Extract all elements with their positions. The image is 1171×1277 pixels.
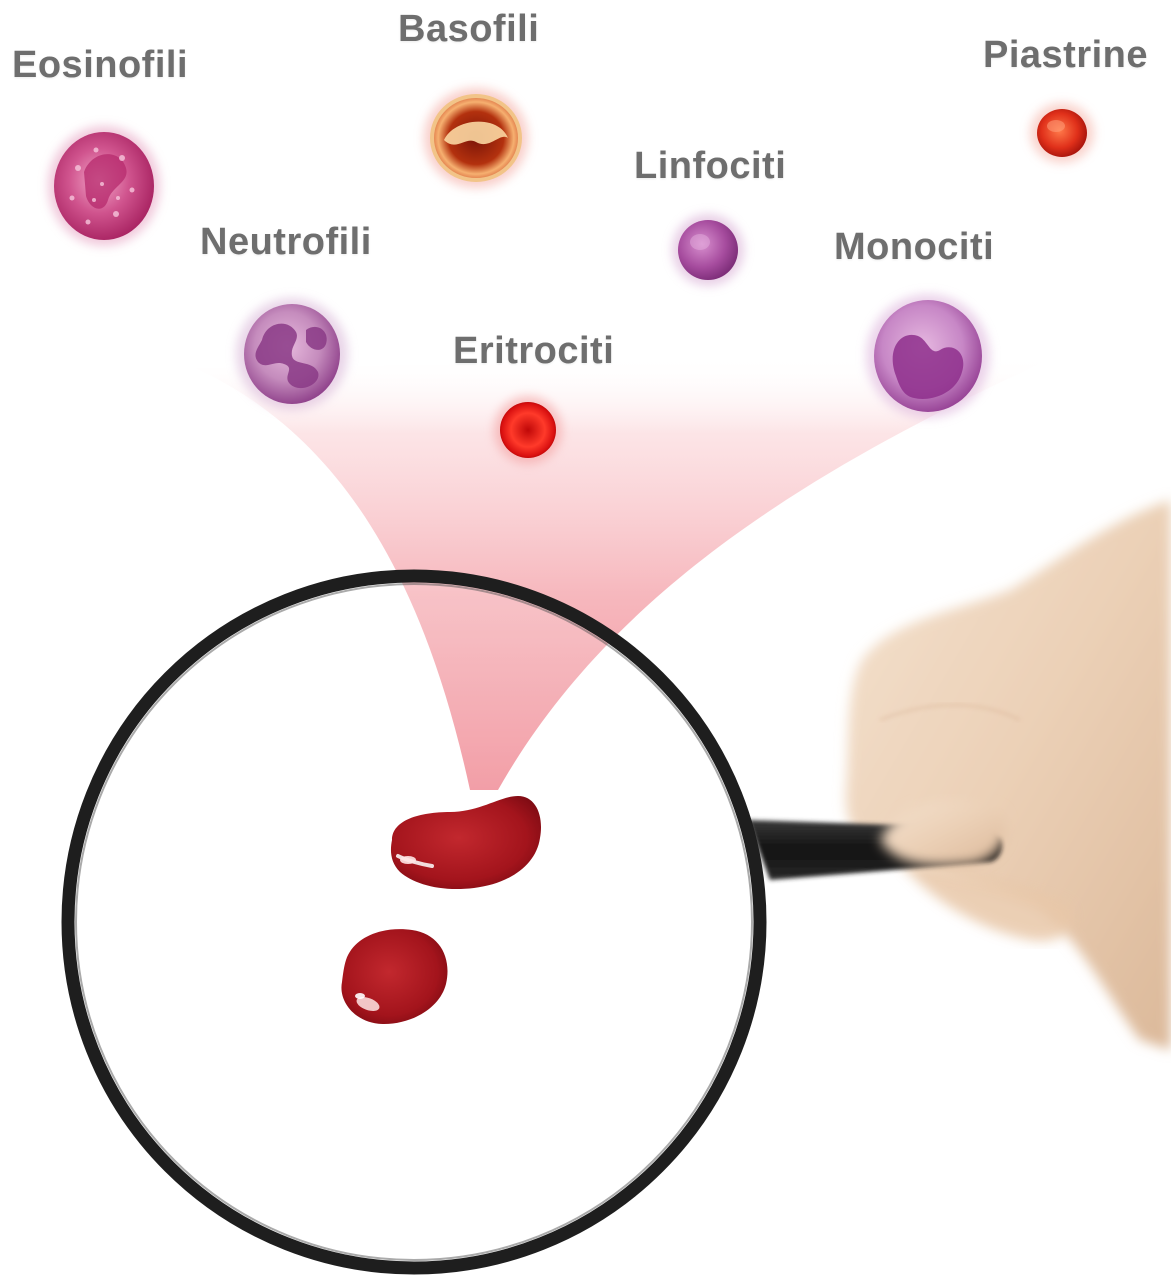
basophil-cell bbox=[424, 88, 528, 188]
magnifying-glass-icon bbox=[68, 576, 760, 1268]
label-eritrociti: Eritrociti bbox=[453, 330, 614, 373]
label-monociti: Monociti bbox=[834, 226, 994, 269]
neutrophil-cell bbox=[236, 298, 348, 410]
monocyte-cell bbox=[866, 294, 990, 418]
platelet-cell bbox=[1030, 103, 1094, 163]
label-basofili: Basofili bbox=[398, 8, 539, 51]
label-linfociti: Linfociti bbox=[634, 145, 786, 188]
hand-icon bbox=[846, 500, 1171, 1050]
label-neutrofili: Neutrofili bbox=[200, 221, 372, 264]
eosinophil-cell bbox=[48, 126, 160, 246]
erythrocyte-cell bbox=[494, 396, 562, 464]
lymphocyte-cell bbox=[672, 214, 744, 286]
label-eosinofili: Eosinofili bbox=[12, 44, 188, 87]
label-piastrine: Piastrine bbox=[983, 34, 1148, 77]
